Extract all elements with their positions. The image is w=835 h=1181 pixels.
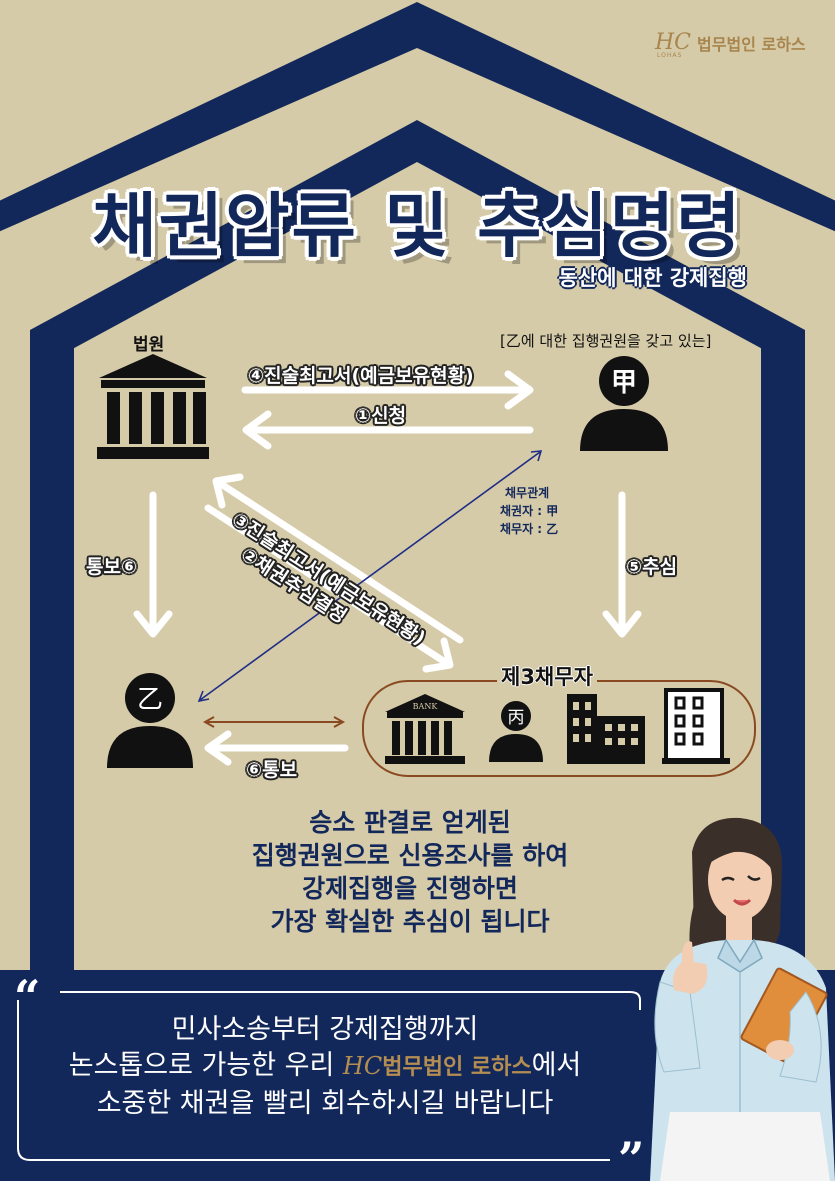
creditor-note: [乙에 대한 집행권원을 갖고 있는]	[500, 332, 712, 350]
creditor-char: 甲	[611, 368, 637, 398]
debtor-person-icon: 乙	[107, 673, 193, 768]
arrow-6-left-label: 통보⑥	[86, 556, 138, 578]
relation-creditor: 채권자 : 甲	[500, 504, 559, 518]
bottom-line-2-pre: 논스톱으로 가능한 우리	[68, 1050, 335, 1081]
relation-line	[197, 450, 543, 703]
lawyer-woman-illustration	[650, 817, 835, 1181]
court-label: 법원	[133, 335, 165, 355]
debtor-char: 乙	[137, 685, 163, 715]
house-wall-left	[30, 330, 74, 980]
arrow-6-left	[133, 491, 173, 638]
bottom-line-2: 논스톱으로 가능한 우리 HC법무법인 로하스에서	[0, 1048, 650, 1086]
arrow-1	[242, 410, 534, 450]
arrow-4-label: ④진술최고서(예금보유현황)	[248, 365, 474, 387]
third-person-icon: 丙	[489, 701, 543, 762]
brown-double-arrow	[202, 716, 346, 728]
bottom-message: 민사소송부터 강제집행까지 논스톱으로 가능한 우리 HC법무법인 로하스에서 …	[0, 1012, 650, 1122]
bank-icon: BANK	[385, 694, 465, 764]
center-line-2: 집행권원으로 신용조사를 하여	[251, 841, 569, 870]
center-line-4: 가장 확실한 추심이 됩니다	[270, 907, 550, 936]
third-party-label: 제3채무자	[497, 661, 597, 691]
center-message: 승소 판결로 얻게된 집행권원으로 신용조사를 하여 강제집행을 진행하면 가장…	[170, 806, 650, 938]
center-line-1: 승소 판결로 얻게된	[309, 808, 511, 837]
relation-debtor: 채무자 : 乙	[500, 522, 559, 536]
house-roof-inner	[30, 120, 805, 372]
arrow-1-label: ①신청	[355, 405, 407, 427]
arrow-3	[212, 473, 464, 644]
inline-brand-mark: HC	[342, 1052, 383, 1080]
bank-text: BANK	[413, 702, 439, 711]
inline-brand-name: 법무법인 로하스	[382, 1055, 532, 1080]
tower-building-icon	[662, 688, 730, 764]
bottom-line-3: 소중한 채권을 빨리 회수하시길 바랍니다	[96, 1088, 554, 1119]
relation-title: 채무관계	[505, 486, 550, 500]
arrow-6-bottom	[204, 730, 349, 766]
page-subtitle: 동산에 대한 강제집행	[558, 266, 747, 290]
brand-mark: HC	[655, 30, 692, 55]
quote-close: ”	[618, 1132, 645, 1181]
bottom-frame-lines	[17, 991, 641, 1161]
arrow-5	[602, 491, 642, 638]
center-line-3: 강제집행을 진행하면	[302, 874, 518, 903]
arrow-2	[204, 504, 454, 673]
creditor-person-icon: 甲	[580, 356, 668, 451]
page-title: 채권압류 및 추심명령	[92, 185, 743, 267]
brand-sub: LOHAS	[657, 52, 683, 59]
brand-logo: HC LOHAS 법무법인 로하스	[655, 28, 815, 60]
third-char: 丙	[508, 708, 525, 728]
arrow-6-bottom-label: ⑥통보	[246, 759, 298, 781]
arrow-4	[241, 370, 534, 410]
house-roof	[0, 2, 835, 232]
office-building-icon	[567, 694, 645, 764]
arrow-5-label: ⑤추심	[626, 556, 678, 578]
brand-name: 법무법인 로하스	[697, 35, 806, 54]
court-icon	[97, 354, 209, 459]
quote-open: “	[14, 970, 41, 1024]
bottom-line-2-post: 에서	[531, 1050, 582, 1081]
bottom-line-1: 민사소송부터 강제집행까지	[171, 1014, 479, 1045]
